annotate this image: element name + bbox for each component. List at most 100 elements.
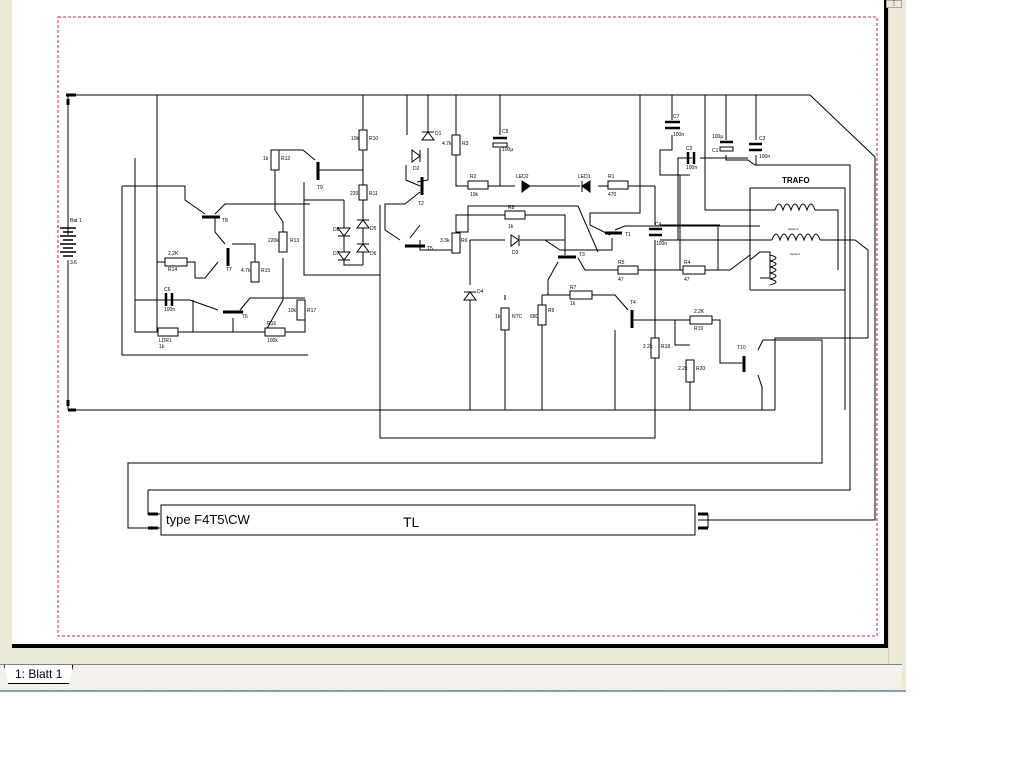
value-r8: 1k [508, 224, 514, 230]
app-window: Bat 1 3.6 TRAFO Spule a Spule b type F4T… [0, 0, 906, 692]
label-d4: D4 [477, 289, 484, 295]
label-r14: R14 [168, 267, 177, 273]
lamp-pins [148, 512, 708, 530]
value-r7: 1k [570, 301, 576, 307]
lamp-type-label: type F4T5\CW [166, 512, 251, 527]
label-t5: T5 [427, 246, 433, 252]
label-t2: T2 [418, 201, 424, 207]
label-d5: D5 [370, 226, 377, 232]
value-c7: 100n [673, 132, 684, 138]
value-r2: 10k [470, 192, 479, 198]
value-r1: 470 [608, 192, 617, 198]
trafo-winding-a: Spule a [788, 227, 799, 231]
label-c3: C3 [759, 136, 766, 142]
value-r13: 220k [268, 238, 279, 244]
label-t1: T1 [625, 232, 631, 238]
label-led2: LED2 [516, 174, 529, 180]
label-r6: R6 [461, 238, 468, 244]
wires [67, 94, 876, 529]
label-r1: R1 [608, 174, 615, 180]
label-r7: R7 [570, 285, 577, 291]
transistors [202, 162, 746, 372]
battery-name-label: Bat 1 [70, 218, 82, 224]
label-r5: R5 [618, 260, 625, 266]
value-r5: 47 [618, 277, 624, 283]
label-r10: R10 [369, 136, 378, 142]
sheet-tab-bar: 1: Blatt 1 [0, 664, 902, 689]
label-r11: R11 [369, 191, 378, 197]
value-ldr1: 1k [159, 344, 165, 350]
label-t9: T9 [317, 185, 323, 191]
value-r9: 680 [530, 314, 539, 320]
label-d8: D8 [333, 227, 340, 233]
vertical-scrollbar[interactable] [888, 0, 903, 664]
label-t10: T10 [737, 345, 746, 351]
tab-blatt-1[interactable]: 1: Blatt 1 [4, 665, 74, 684]
page-border [57, 16, 878, 637]
value-r11: 220 [350, 191, 359, 197]
label-c5: C5 [502, 129, 509, 135]
battery-value-label: 3.6 [70, 260, 77, 266]
value-r14: 2.2K [168, 251, 179, 257]
split-handle-button[interactable]: ⋮ [886, 0, 902, 8]
lamp-tube [160, 504, 696, 536]
value-r20: 2.2k [678, 366, 688, 372]
drawing-canvas[interactable]: Bat 1 3.6 TRAFO Spule a Spule b type F4T… [0, 0, 903, 664]
label-r13: R13 [290, 238, 299, 244]
value-r4: 47 [684, 277, 690, 283]
value-c5: 100µ [502, 147, 513, 153]
lamp-name-label: TL [403, 514, 420, 530]
label-t4: T4 [630, 300, 636, 306]
label-r17: R17 [307, 308, 316, 314]
label-c1: C1 [712, 148, 719, 154]
value-c1: 100µ [712, 134, 723, 140]
label-r4: R4 [684, 260, 691, 266]
label-r12: R12 [281, 156, 290, 162]
label-r15: R15 [261, 268, 270, 274]
label-t7: T7 [226, 267, 232, 273]
label-r19: R19 [694, 326, 703, 332]
label-r9: R9 [548, 308, 555, 314]
capacitor-c5-plate [492, 142, 508, 148]
value-r6: 3.3k [440, 238, 450, 244]
status-divider [0, 690, 906, 692]
label-d3: D3 [512, 250, 519, 256]
label-d2: D2 [413, 166, 420, 172]
schematic-sheet[interactable]: Bat 1 3.6 TRAFO Spule a Spule b type F4T… [12, 0, 888, 648]
value-c4: 100n [656, 241, 667, 247]
schematic-drawing: Bat 1 3.6 TRAFO Spule a Spule b type F4T… [57, 16, 878, 637]
label-t8: T8 [222, 218, 228, 224]
label-r8: R8 [508, 205, 515, 211]
label-r3: R3 [462, 141, 469, 147]
value-r16: 100k [267, 338, 278, 344]
value-r18: 2.2k [643, 344, 653, 350]
label-d7: D7 [333, 251, 340, 257]
value-ntc: 1k [495, 314, 501, 320]
label-c2: C2 [686, 146, 693, 152]
value-r10: 10k [351, 136, 360, 142]
label-r2: R2 [470, 174, 477, 180]
label-ntc: NTC [512, 314, 523, 320]
label-r18: R18 [661, 344, 670, 350]
trafo-winding-b: Spule b [790, 252, 801, 256]
label-d6: D6 [370, 251, 377, 257]
label-c4: C4 [655, 222, 662, 228]
resistors [157, 129, 713, 383]
label-t6: T6 [242, 314, 248, 320]
label-d1: D1 [435, 131, 442, 137]
label-ldr1: LDR1 [159, 338, 172, 344]
label-c7: C7 [673, 114, 680, 120]
value-c3: 100n [759, 154, 770, 160]
value-r17: 10k [288, 308, 297, 314]
label-r20: R20 [696, 366, 705, 372]
value-r15: 4.7k [241, 268, 251, 274]
capacitors [164, 120, 762, 306]
trafo-box [769, 203, 821, 286]
label-c6: C6 [164, 287, 171, 293]
diodes [337, 131, 591, 301]
value-c6: 100n [164, 307, 175, 313]
battery-bat1 [60, 93, 76, 412]
value-r19: 2.2K [694, 309, 705, 315]
label-r16: R16 [267, 321, 276, 327]
value-r3: 4.7k [442, 141, 452, 147]
